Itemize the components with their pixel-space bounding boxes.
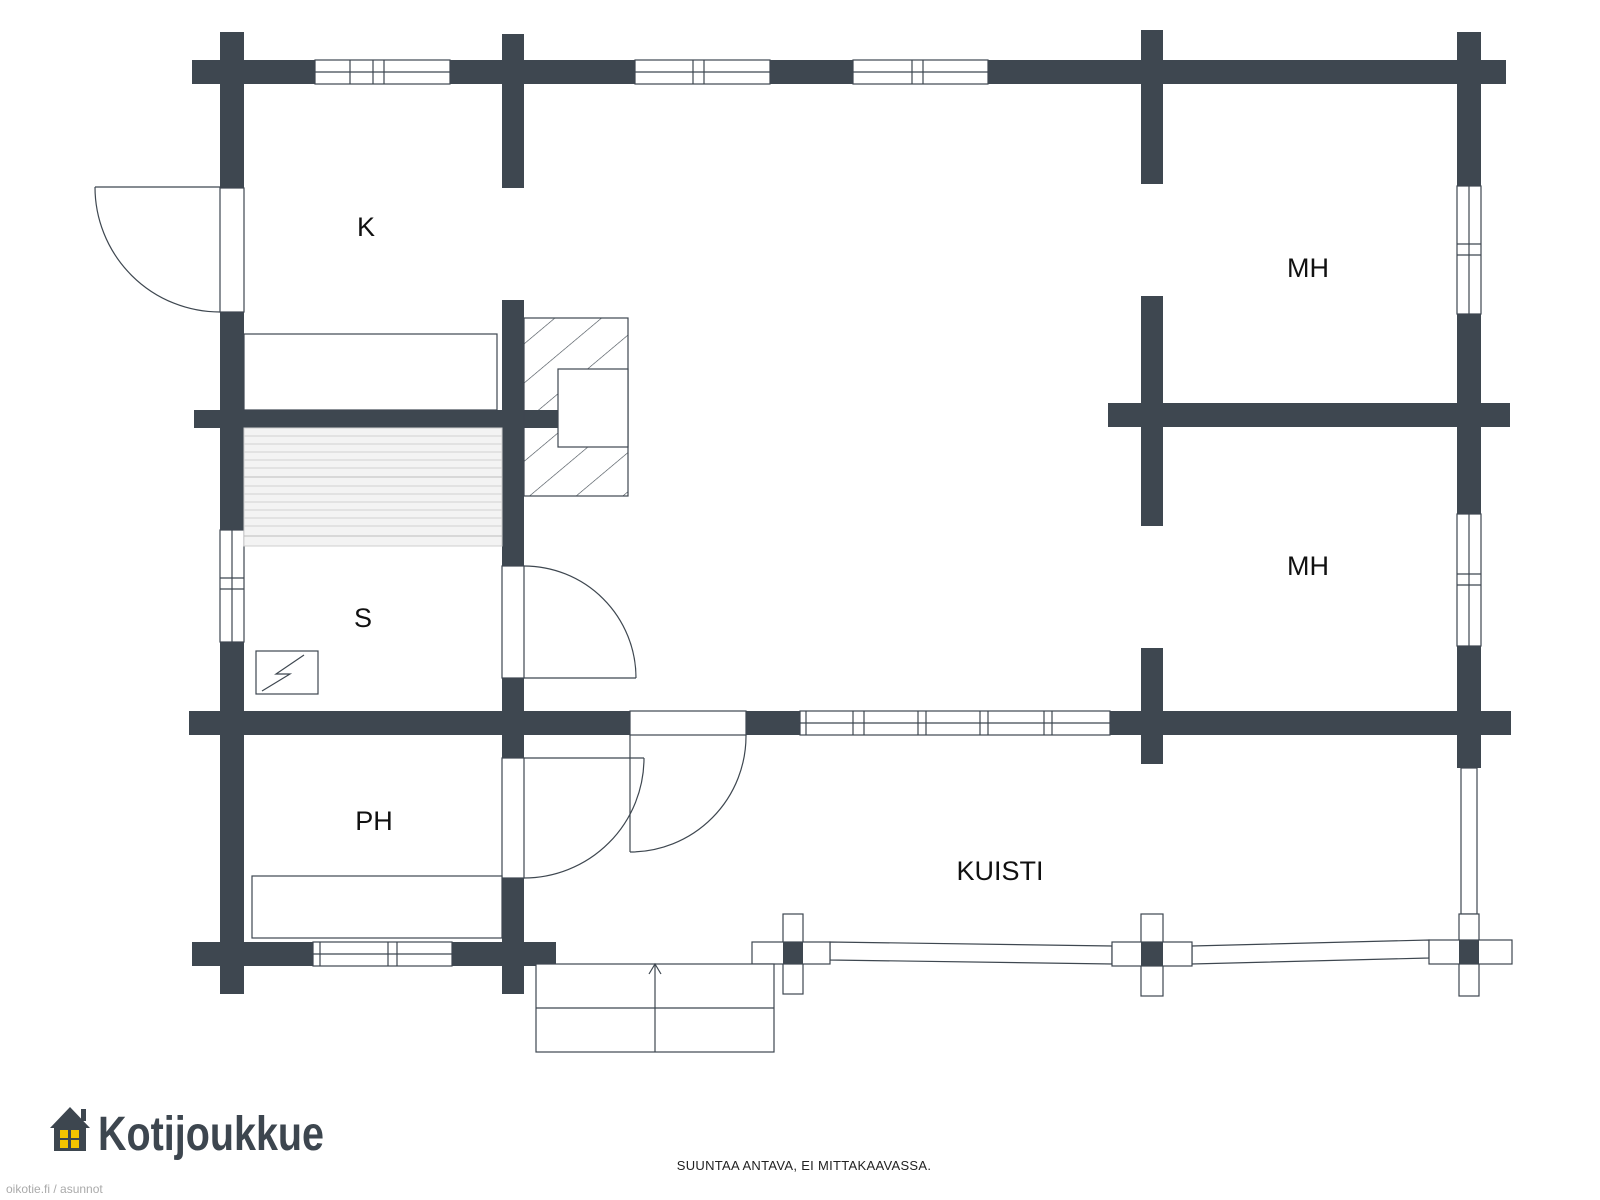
doorway xyxy=(1141,184,1163,296)
corner-post xyxy=(220,32,244,60)
walls xyxy=(189,30,1511,994)
room-label-ph: PH xyxy=(355,806,393,836)
interior-wall xyxy=(1141,84,1163,184)
interior-wall xyxy=(194,410,558,428)
room-label-s: S xyxy=(354,603,372,633)
right-wall xyxy=(1457,84,1481,186)
window xyxy=(799,710,1111,736)
interior-wall xyxy=(502,878,524,994)
window xyxy=(1456,185,1482,315)
bathroom-door xyxy=(501,757,645,879)
room-label-mh-lower: MH xyxy=(1287,551,1329,581)
bottom-wall xyxy=(192,942,313,966)
fireplace-insert xyxy=(557,368,629,448)
source-watermark: oikotie.fi / asunnot xyxy=(6,1182,103,1196)
interior-wall xyxy=(1108,403,1510,427)
corner-post xyxy=(1141,30,1163,60)
bathroom-counter xyxy=(251,875,503,939)
porch-door xyxy=(629,710,747,853)
room-label-kuisti: KUISTI xyxy=(956,856,1043,886)
interior-wall xyxy=(502,678,524,758)
top-wall xyxy=(450,60,635,84)
sauna-door xyxy=(501,565,637,679)
brand-name: Kotijoukkue xyxy=(98,1108,324,1161)
left-wall xyxy=(220,642,244,994)
top-wall xyxy=(192,60,315,84)
doors xyxy=(94,184,1163,879)
window xyxy=(1456,513,1482,647)
window xyxy=(312,941,453,967)
kitchen-counter xyxy=(243,333,498,411)
porch-railing xyxy=(751,767,1513,997)
doorway xyxy=(502,188,524,300)
doorway xyxy=(1141,526,1163,648)
room-label-mh-upper: MH xyxy=(1287,253,1329,283)
entrance-door xyxy=(94,186,245,313)
porch-steps xyxy=(535,962,775,1053)
top-wall xyxy=(770,60,853,84)
corner-post xyxy=(1457,32,1481,60)
window xyxy=(634,59,771,85)
interior-wall xyxy=(746,711,800,735)
windows xyxy=(219,59,1482,967)
brand-logo: Kotijoukkue xyxy=(50,1107,324,1161)
house-icon xyxy=(50,1107,90,1151)
right-wall xyxy=(1457,314,1481,514)
interior-wall xyxy=(1141,648,1163,764)
window xyxy=(314,59,451,85)
interior-wall xyxy=(1110,711,1511,735)
up-arrow-icon xyxy=(648,962,662,975)
room-label-k: K xyxy=(357,212,375,242)
left-wall xyxy=(220,84,244,188)
interior-wall xyxy=(502,300,524,566)
scale-note: SUUNTAA ANTAVA, EI MITTAKAAVASSA. xyxy=(677,1158,932,1173)
window xyxy=(852,59,989,85)
window xyxy=(219,529,245,643)
top-wall xyxy=(988,60,1506,84)
interior-wall xyxy=(189,711,630,735)
corner-post xyxy=(502,34,524,60)
fixtures xyxy=(243,317,629,939)
sauna-bench xyxy=(243,427,503,547)
right-wall xyxy=(1457,646,1481,768)
interior-wall xyxy=(502,84,524,188)
electric-stove-icon xyxy=(255,650,319,695)
